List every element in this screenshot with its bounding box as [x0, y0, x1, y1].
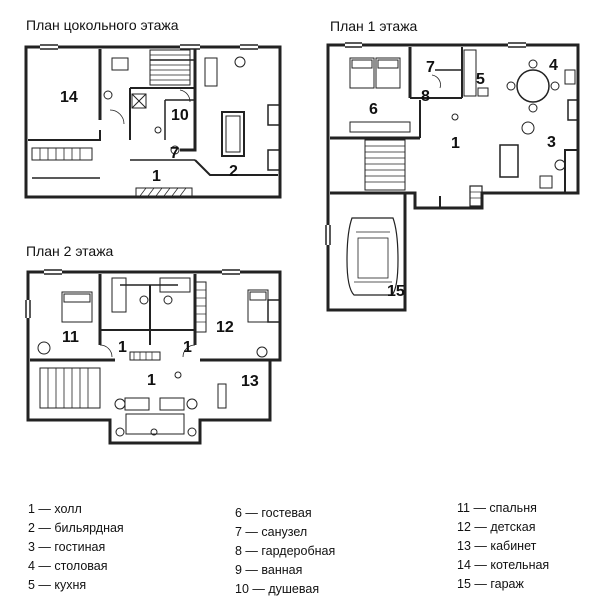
room-number: 15 [387, 283, 405, 300]
legend-item: 8 — гардеробная [235, 544, 336, 558]
room-number: 1 [118, 339, 127, 356]
legend-item: 10 — душевая [235, 582, 320, 596]
legend-item: 3 — гостиная [28, 540, 106, 554]
legend-item: 7 — санузел [235, 525, 308, 539]
room-number: 7 [426, 59, 435, 76]
legend-item: 4 — столовая [28, 559, 108, 573]
room-number: 7 [170, 145, 179, 162]
legend-item: 1 — холл [28, 502, 82, 516]
second-floor-plan-title: План 2 этажа [26, 243, 114, 259]
first-floor-plan-title: План 1 этажа [330, 18, 418, 34]
basement-plan [24, 44, 282, 199]
room-number: 10 [171, 107, 189, 124]
legend-column-3: 11 — спальня 12 — детская 13 — кабинет 1… [457, 499, 549, 594]
first-floor-plan [325, 42, 580, 312]
floor-plans-drawing: 14 10 7 1 2 7 5 4 6 8 1 3 15 11 12 1 1 1… [24, 42, 580, 445]
legend-item: 14 — котельная [457, 558, 550, 572]
room-number: 3 [547, 134, 556, 151]
legend-item: 12 — детская [457, 520, 536, 534]
legend-column-2: 6 — гостевая 7 — санузел 8 — гардеробная… [235, 504, 335, 599]
legend-column-1: 1 — холл 2 — бильярдная 3 — гостиная 4 —… [28, 500, 124, 595]
basement-plan-title: План цокольного этажа [26, 17, 179, 33]
room-number: 2 [229, 163, 238, 180]
legend-item: 5 — кухня [28, 578, 87, 592]
legend-item: 13 — кабинет [457, 539, 537, 553]
legend-item: 6 — гостевая [235, 506, 312, 520]
room-number: 1 [147, 372, 156, 389]
room-number: 6 [369, 101, 378, 118]
room-number: 14 [60, 89, 78, 106]
second-floor-plan [25, 269, 282, 445]
room-number: 11 [62, 329, 79, 346]
legend-item: 9 — ванная [235, 563, 303, 577]
room-number: 1 [152, 168, 161, 185]
room-number: 5 [476, 71, 485, 88]
room-number: 12 [216, 319, 234, 336]
room-number: 1 [183, 339, 192, 356]
legend-item: 11 — спальня [457, 501, 537, 515]
room-number: 1 [451, 135, 460, 152]
room-number: 4 [549, 57, 558, 74]
legend-item: 15 — гараж [457, 577, 524, 591]
room-number: 8 [421, 88, 430, 105]
room-number: 13 [241, 373, 259, 390]
legend-item: 2 — бильярдная [28, 521, 124, 535]
